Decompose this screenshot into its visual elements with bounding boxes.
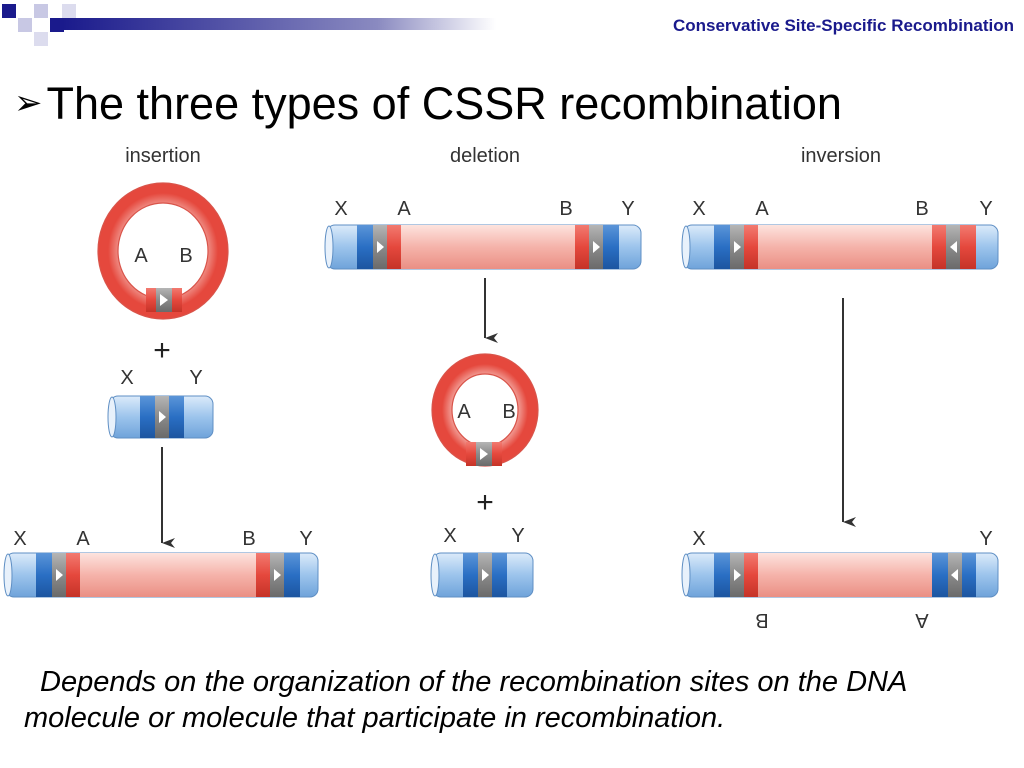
inversion-label-b: B: [915, 198, 928, 220]
header-square-3: [34, 4, 48, 18]
slide-caption: Depends on the organization of the recom…: [24, 666, 907, 734]
header-square-6: [62, 4, 76, 18]
inversion-product-dna: X Y B A: [681, 528, 999, 631]
deletion-label-b: B: [559, 198, 572, 220]
deletion-small-dna: X Y: [430, 525, 534, 598]
inversion-label-a: A: [755, 198, 769, 220]
inversion-title: inversion: [801, 145, 881, 167]
inversion-product-label-x: X: [692, 528, 705, 550]
deletion-circle-label-b: B: [502, 401, 515, 423]
insertion-product-label-x: X: [13, 528, 26, 550]
insertion-circle-label-b: B: [179, 245, 192, 267]
insertion-title: insertion: [125, 145, 201, 167]
insertion-small-label-y: Y: [189, 367, 202, 389]
deletion-label-y: Y: [621, 198, 634, 220]
inversion-product-label-y: Y: [979, 528, 992, 550]
inversion-substrate-dna: X A B Y: [681, 198, 999, 270]
deletion-circle-label-a: A: [457, 401, 471, 423]
header-decoration: [2, 4, 762, 46]
header-title: Conservative Site-Specific Recombination: [672, 16, 1014, 35]
insertion-product-label-a: A: [76, 528, 90, 550]
inversion-panel: inversion X A B Y X Y: [681, 145, 999, 631]
deletion-label-x: X: [334, 198, 347, 220]
deletion-label-a: A: [397, 198, 411, 220]
insertion-circle-label-a: A: [134, 245, 148, 267]
header-square-2: [18, 18, 32, 32]
inversion-product-label-a-flipped: A: [915, 609, 929, 631]
inversion-product-label-b-flipped: B: [755, 609, 768, 631]
deletion-small-label-y: Y: [511, 525, 524, 547]
insertion-panel: insertion A B + X Y X: [3, 145, 319, 598]
inversion-label-y: Y: [979, 198, 992, 220]
deletion-plus: +: [476, 486, 494, 519]
insertion-product-dna: X A B Y: [3, 528, 319, 598]
deletion-title: deletion: [450, 145, 520, 167]
header-square-1: [2, 4, 16, 18]
insertion-product-label-y: Y: [299, 528, 312, 550]
header-square-5: [34, 32, 48, 46]
deletion-circular-dna: A B: [431, 353, 539, 467]
insertion-small-dna: X Y: [107, 367, 214, 439]
insertion-plus: +: [153, 334, 171, 367]
arrow-bullet-icon: ➢: [14, 84, 43, 122]
deletion-panel: deletion X A B Y A: [324, 145, 642, 598]
header-square-4: [50, 18, 64, 32]
inversion-label-x: X: [692, 198, 705, 220]
insertion-product-label-b: B: [242, 528, 255, 550]
slide-title: ➢The three types of CSSR recombination: [14, 78, 842, 130]
cssr-diagram: .lbl { font-family: "Liberation Sans", s…: [3, 145, 999, 631]
insertion-circular-dna: A B: [97, 182, 229, 320]
slide-title-text: The three types of CSSR recombination: [46, 78, 842, 129]
deletion-substrate-dna: X A B Y: [324, 198, 642, 270]
insertion-small-label-x: X: [120, 367, 133, 389]
deletion-small-label-x: X: [443, 525, 456, 547]
